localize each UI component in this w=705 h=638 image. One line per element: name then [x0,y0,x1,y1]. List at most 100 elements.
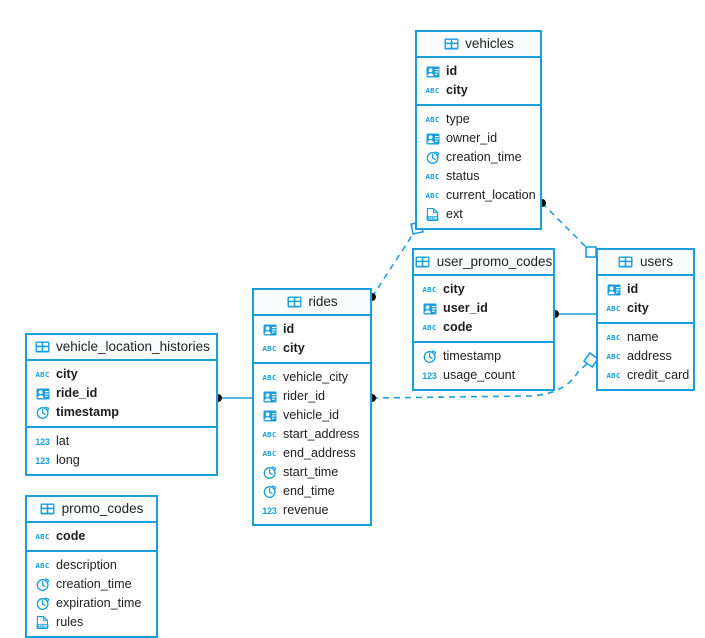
column-name: description [56,558,117,573]
column-name: start_time [283,465,339,480]
table-header-user_promo_codes[interactable]: user_promo_codes [414,250,553,276]
json-icon: JSON [35,616,50,630]
column-row[interactable]: owner_id [417,129,540,148]
column-row[interactable]: rider_id [254,387,370,406]
string-icon: ABC [425,191,440,200]
column-name: creation_time [56,577,132,592]
json-icon: JSON [425,208,440,222]
table-title: promo_codes [61,501,144,517]
column-row[interactable]: ABC code [27,527,156,546]
table-header-users[interactable]: users [598,250,693,276]
column-row[interactable]: id [254,320,370,339]
table-icon [415,255,431,269]
uuid-icon [425,65,440,79]
svg-text:JSON: JSON [428,216,438,221]
timestamp-icon [35,406,50,420]
column-row[interactable]: timestamp [27,403,216,422]
column-row[interactable]: end_time [254,482,370,501]
string-icon: ABC [425,115,440,124]
uuid-icon [35,387,50,401]
column-name: address [627,349,672,364]
string-icon: ABC [262,430,277,439]
column-name: city [443,282,465,297]
column-row[interactable]: JSON rules [27,613,156,632]
timestamp-icon [425,151,440,165]
uuid-icon [425,132,440,146]
table-title: rides [308,294,338,310]
column-name: rules [56,615,84,630]
number-icon: 123 [35,436,50,447]
svg-text:JSON: JSON [38,624,48,629]
table-header-promo_codes[interactable]: promo_codes [27,497,156,523]
string-icon: ABC [35,370,50,379]
column-name: vehicle_id [283,408,340,423]
column-row[interactable]: id [417,62,540,81]
column-row[interactable]: start_time [254,463,370,482]
column-name: code [443,320,473,335]
timestamp-icon [35,578,50,592]
timestamp-icon [35,597,50,611]
uuid-icon [262,323,277,337]
string-icon: ABC [425,172,440,181]
table-header-rides[interactable]: rides [254,290,370,316]
column-name: end_time [283,484,335,499]
table-icon [286,295,302,309]
column-row[interactable]: user_id [414,299,553,318]
column-name: timestamp [56,405,119,420]
column-row[interactable]: timestamp [414,347,553,366]
table-icon [443,37,459,51]
column-row[interactable]: id [598,280,693,299]
relationship-vehicle-location-histories-to-rides[interactable] [214,394,252,402]
column-name: code [56,529,86,544]
column-name: status [446,169,480,184]
column-row[interactable]: ride_id [27,384,216,403]
column-name: city [627,301,649,316]
number-icon: 123 [262,505,277,516]
column-row[interactable]: expiration_time [27,594,156,613]
table-header-vehicles[interactable]: vehicles [417,32,540,58]
timestamp-icon [262,466,277,480]
column-name: end_address [283,446,356,461]
string-icon: ABC [35,532,50,541]
column-row[interactable]: vehicle_id [254,406,370,425]
one-side-square-marker [585,246,597,258]
column-row[interactable]: creation_time [27,575,156,594]
table-header-vehicle_location_histories[interactable]: vehicle_location_histories [27,335,216,361]
column-row[interactable]: creation_time [417,148,540,167]
relationship-user-promo-codes-to-users[interactable] [551,310,596,318]
column-name: user_id [443,301,488,316]
column-row[interactable]: ABC status [417,167,540,186]
